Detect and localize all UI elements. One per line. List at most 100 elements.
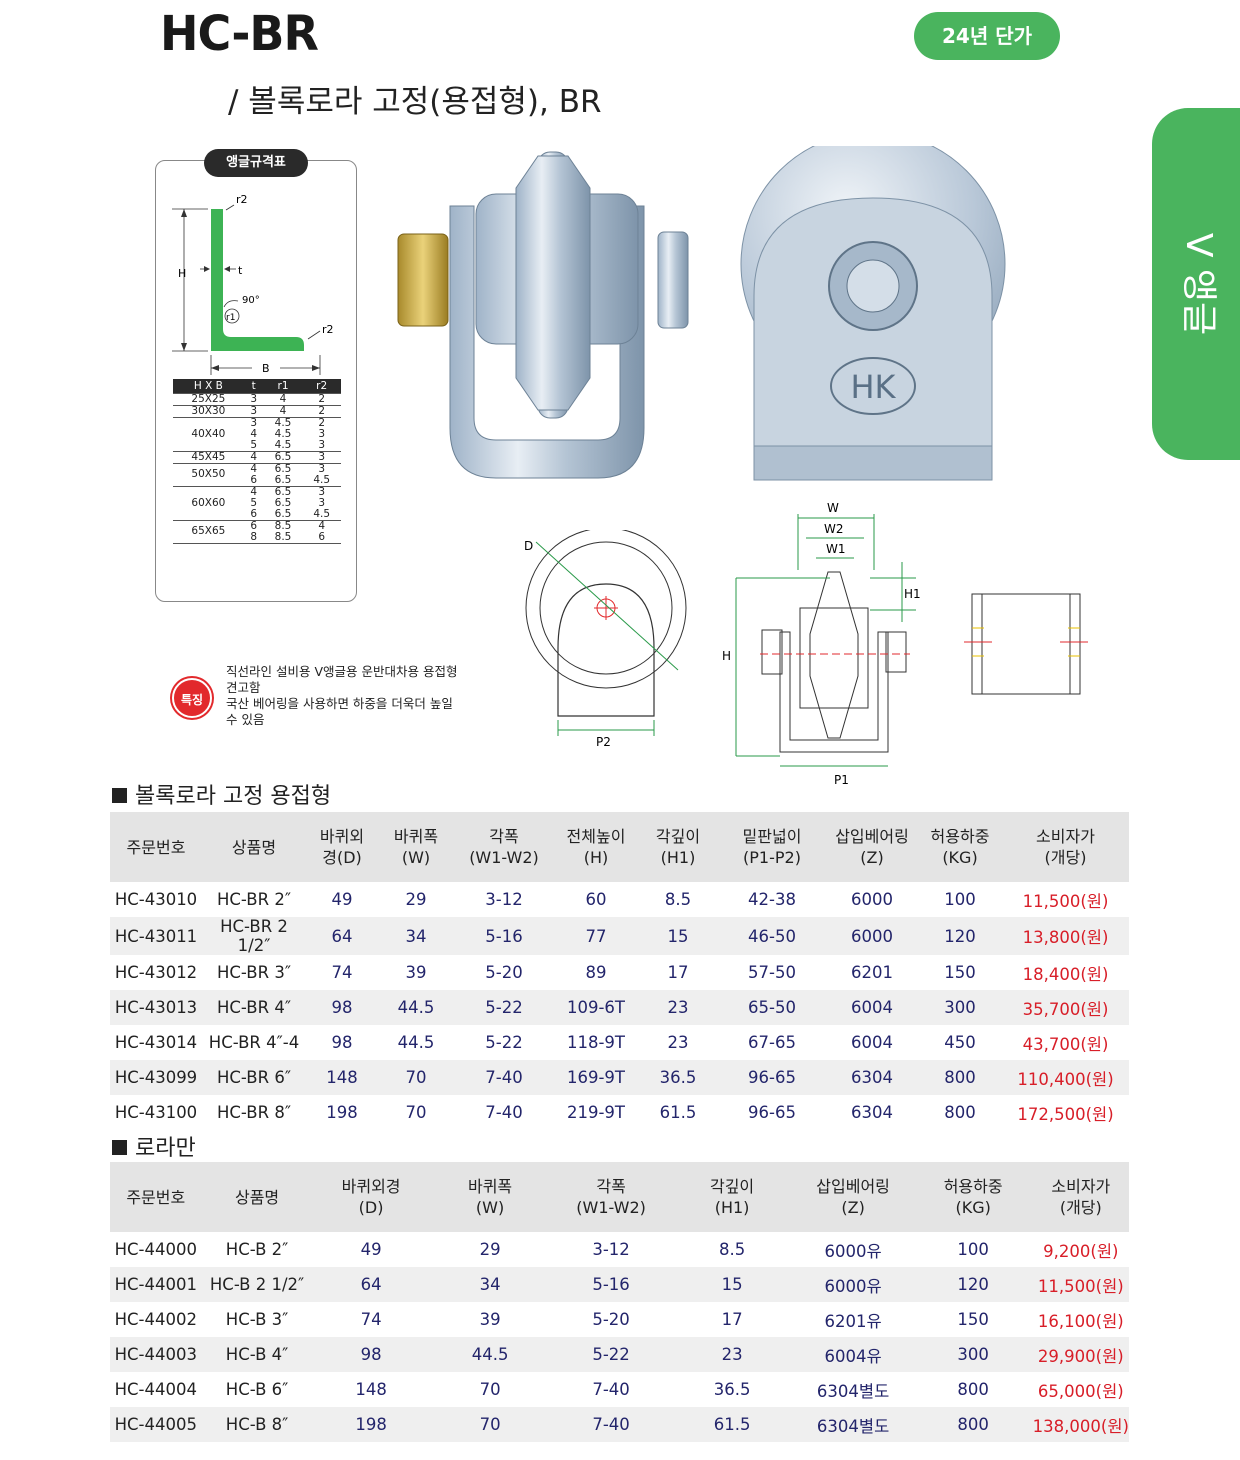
product-name-cell: HC-B 3″ [225,1310,289,1329]
angle-value-cell: 3 [302,450,341,463]
order-number-cell: HC-43011 [110,917,202,955]
angle-value-cell: 4 [263,392,303,405]
spec-cell: 148 [306,1060,378,1095]
feature-line: 국산 베어링을 사용하면 하중을 더욱더 높일 [226,696,453,711]
price-cell: 110,400(원) [1002,1060,1129,1095]
bullet-square-icon [112,1140,127,1155]
product-name-cell: HC-B 2″ [225,1240,289,1259]
angle-value-cell: 5 [250,496,258,509]
angle-value-cell: 6.5 [263,462,303,475]
w1-label: W1 [826,542,846,556]
product-name-cell: HC-B 2 1/2″ [201,1267,313,1302]
order-number-cell: HC-44005 [110,1407,202,1442]
r1-label: r1 [226,313,235,323]
price-cell: 29,900(원) [1032,1337,1129,1372]
spec-cell: 5-16 [550,1267,672,1302]
angle-value-cell: 3 [243,404,264,417]
angle-value-cell: 3 [318,438,325,451]
spec-cell: 6304별도 [792,1407,914,1442]
angle-value-cell: 4.5 [263,416,303,429]
spec-cell: 800 [944,1103,976,1122]
table-col-header: 바퀴폭(W) [378,812,454,882]
spec-cell: 3-12 [592,1240,630,1259]
angle-value-cell: 3 [318,427,325,440]
spec-cell: 6004유 [792,1337,914,1372]
spec-cell: 70 [405,1103,427,1122]
order-number-cell: HC-43100 [114,1103,198,1122]
table-col-header: 소비자가(개당) [1002,812,1129,882]
order-number-cell: HC-44002 [114,1310,197,1329]
price-cell: 13,800(원) [1002,917,1129,955]
table-col-header: 각깊이(H1) [638,812,718,882]
spec-cell: 8.5 [664,890,692,909]
product-name-cell: HC-BR 2″ [217,890,291,909]
product-photo-side: HK [740,146,1006,481]
table-col-header: 바퀴폭(W) [429,1162,551,1232]
spec-cell: 6000 [826,917,918,955]
price-cell: 65,000(원) [1037,1381,1124,1401]
table-col-header: 전체높이(H) [554,812,638,882]
side-tab-label: V 앵글 [1178,232,1219,336]
spec-cell: 49 [360,1240,382,1259]
spec-cell: 6004 [826,990,918,1025]
spec-cell: 6000유 [824,1241,882,1261]
angle-value-cell: 3 [302,462,341,475]
spec-cell: 120 [913,1267,1033,1302]
order-number-cell: HC-43014 [114,1033,198,1052]
angle-size-cell: 60X60 [173,485,244,520]
feature-line: 견고함 [226,680,261,695]
spec-cell: 6304 [851,1103,893,1122]
spec-cell: 64 [306,917,378,955]
angle-value-cell: 6.5 [274,507,292,520]
spec-cell: 23 [638,990,718,1025]
spec-cell: 65-50 [718,990,826,1025]
angle-value-cell: 6 [250,507,258,520]
d-label: D [524,539,533,553]
p1-label: P1 [834,773,849,787]
angle-value-cell: 8 [250,530,258,543]
spec-cell: 7-40 [454,1060,554,1095]
angle-value-cell: 2 [302,392,341,405]
product-subtitle: / 볼록로라 고정(용접형), BR [228,84,602,120]
product-name-cell: HC-BR 2 1/2″ [202,917,306,955]
spec-cell: 800 [918,1060,1002,1095]
product-name-cell: HC-BR 8″ [217,1103,291,1122]
angle-col-header: r1 [263,379,303,393]
spec-cell: 6201 [851,963,893,982]
w2-label: W2 [824,522,844,536]
model-title: HC-BR [160,4,319,62]
price-cell: 11,500(원) [1032,1267,1129,1302]
angle-value-cell: 4 [243,485,264,498]
feature-badge: 특징 [172,678,212,718]
spec-cell: 74 [331,963,353,982]
hk-logo: HK [850,368,896,406]
category-side-tab[interactable]: V 앵글 [1152,108,1240,460]
angle-value-cell: 4.5 [274,438,292,451]
angle-spec-title: 앵글규격표 [204,149,308,177]
order-number-cell: HC-44001 [110,1267,202,1302]
spec-cell: 23 [671,1337,793,1372]
spec-cell: 5-22 [550,1337,672,1372]
angle-value-cell: 5 [250,438,258,451]
spec-cell: 118-9T [566,1033,626,1052]
spec-cell: 5-22 [454,990,554,1025]
table-col-header: 삽입베어링(Z) [826,812,918,882]
order-number-cell: HC-43012 [114,963,198,982]
